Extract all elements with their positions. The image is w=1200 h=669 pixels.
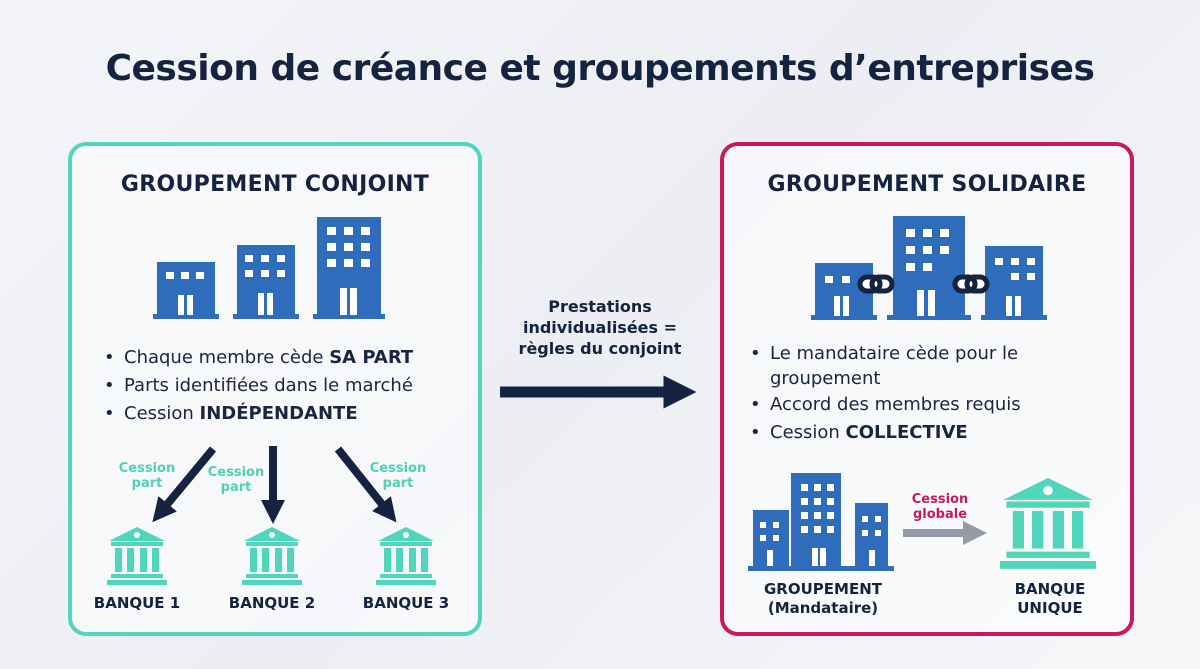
conjoint-bullet-list: Chaque membre cède SA PART Parts identif…	[104, 344, 413, 428]
panel-title: GROUPEMENT CONJOINT	[120, 172, 430, 197]
groupement-mandataire-label: GROUPEMENT(Mandataire)	[764, 580, 882, 617]
banque-2-label: BANQUE 2	[228, 594, 316, 612]
banque-1-label: BANQUE 1	[93, 594, 181, 612]
bullet-item: Cession INDÉPENDANTE	[104, 400, 413, 428]
bullet-item: Accord des membres requis	[750, 391, 1090, 419]
panel-title: GROUPEMENT SOLIDAIRE	[767, 172, 1087, 197]
bank-icon	[1000, 478, 1096, 572]
arrow-to-banque-1	[152, 446, 217, 523]
bullet-item: Chaque membre cède SA PART	[104, 344, 413, 372]
bullet-item: Le mandataire cède pour le groupement	[750, 341, 1090, 391]
bullet-item: Parts identifiées dans le marché	[104, 372, 413, 400]
chain-link-icon	[857, 274, 990, 294]
page-title: Cession de créance et groupements d’entr…	[105, 48, 1095, 89]
arrow-to-banque-3	[334, 446, 397, 523]
bullet-item: Cession COLLECTIVE	[750, 419, 1090, 447]
solidaire-bullet-list: Le mandataire cède pour le groupement Ac…	[750, 341, 1090, 447]
banque-3-label: BANQUE 3	[362, 594, 450, 612]
